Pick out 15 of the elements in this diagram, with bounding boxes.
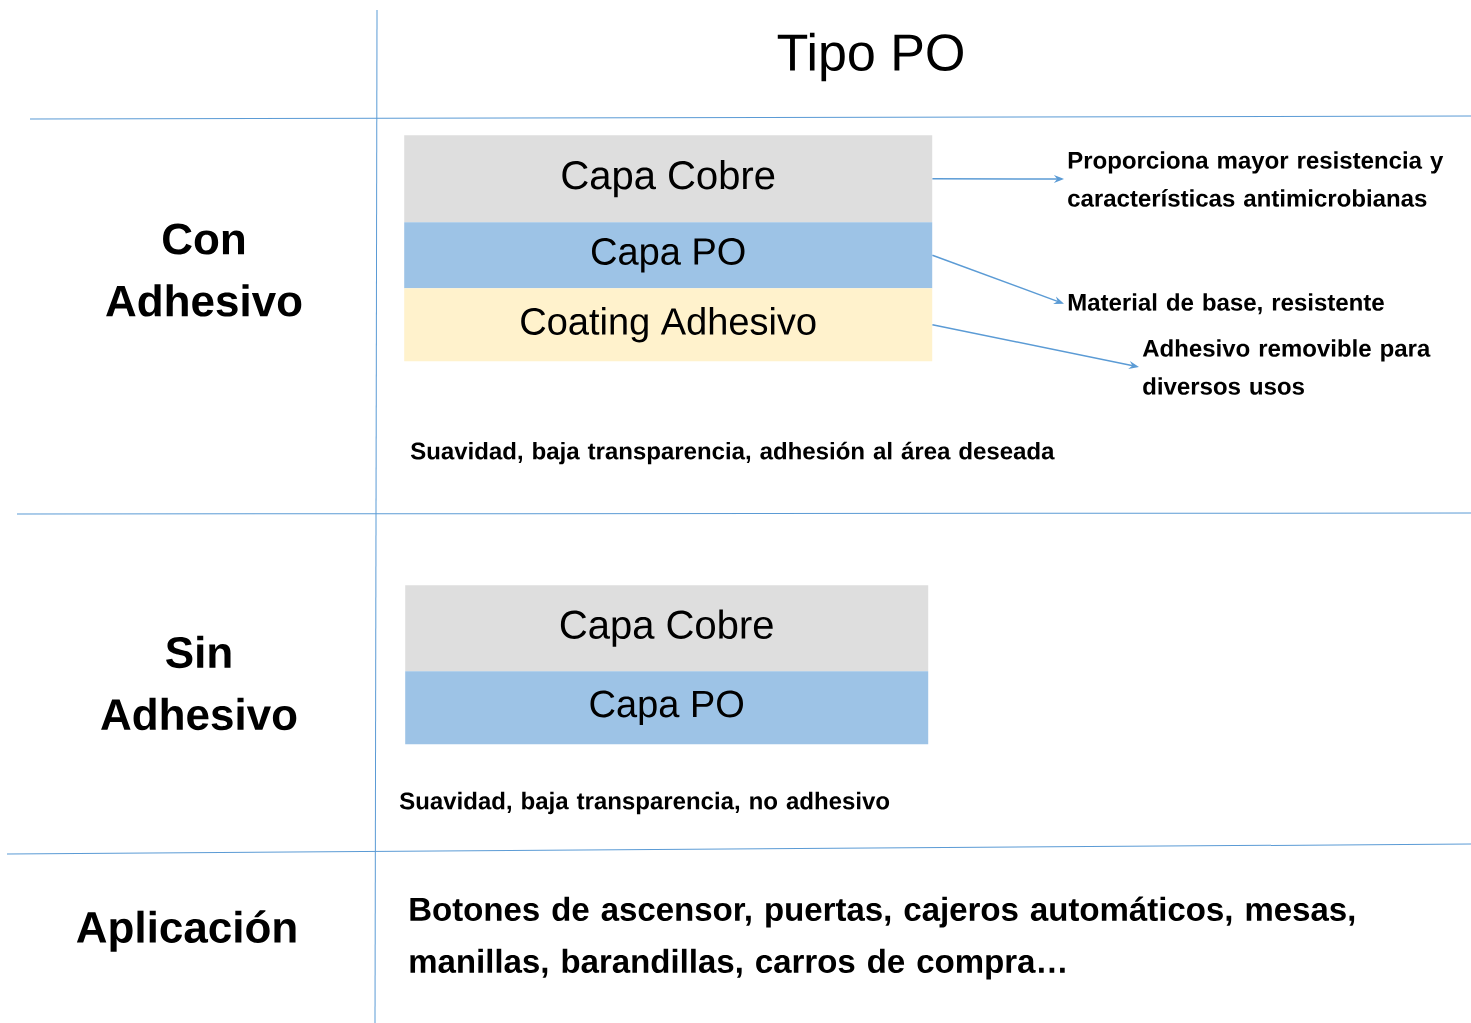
row-heading: Aplicación xyxy=(76,910,296,952)
po-layer: Capa PO xyxy=(405,671,929,745)
annotation-text: Material de base, resistente xyxy=(1068,293,1384,315)
application-text: Botones de ascensor, puertas, cajeros automáticos, mesas, manillas, barandillas, carros de compra… xyxy=(410,896,1355,980)
po-layer: Capa PO xyxy=(404,222,933,289)
adhesive-layer: Coating Adhesivo xyxy=(404,288,933,362)
property-text: Suavidad, baja transparencia, adhesión al área deseada xyxy=(410,441,1055,465)
copper-layer: Capa Cobre xyxy=(404,135,933,223)
title: Tipo PO xyxy=(777,32,963,82)
copper-layer: Capa Cobre xyxy=(405,585,929,672)
annotation-text: Adhesivo removible para diversos usos xyxy=(1142,339,1431,395)
property-text: Suavidad, baja transparencia, no adhesivo xyxy=(399,791,890,815)
annotation-text: Proporciona mayor resistencia y características antimicrobianas xyxy=(1068,151,1444,207)
row-heading: Con Adhesivo xyxy=(106,223,302,317)
row-heading: Sin Adhesivo xyxy=(101,635,297,731)
